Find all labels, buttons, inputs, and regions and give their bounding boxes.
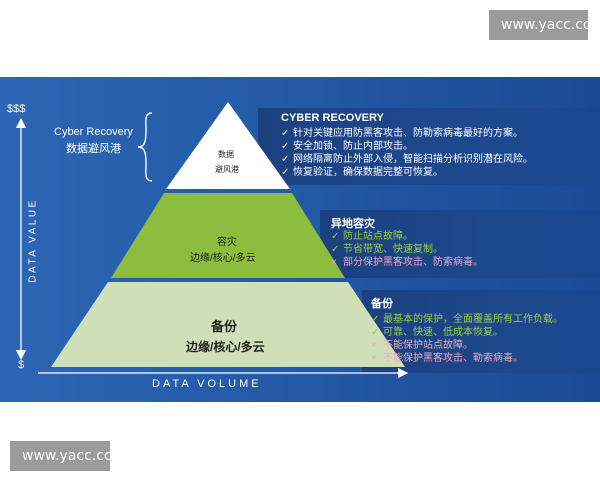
- panel-middle-item: × 部分保护黑客攻击、防索病毒。: [331, 256, 483, 269]
- pyramid-tier-bottom: [51, 282, 405, 367]
- panel-middle-title: 异地容灾: [331, 218, 375, 230]
- tier-top-label-line2: 避风港: [215, 165, 239, 174]
- panel-middle-item-text: 节省带宽、快速复制。: [343, 244, 443, 255]
- panel-top-bg: [258, 108, 600, 185]
- panel-top-item: ✓针对关键应用防黑客攻击、防勒索病毒最好的方案。: [281, 127, 523, 140]
- tier-top-label-line1: 数据: [218, 150, 234, 159]
- panel-top-item-text: 针对关键应用防黑客攻击、防勒索病毒最好的方案。: [293, 128, 523, 139]
- watermark-bottom: www.yacc.cc: [10, 441, 112, 471]
- panel-bottom-item-text: 不能保护站点故障。: [383, 340, 473, 351]
- panel-middle-item: ✓节省带宽、快速复制。: [331, 243, 443, 256]
- pyramid-tier-middle: [111, 193, 345, 278]
- pyramid-slide: $$$ $ DATA VALUE DATA VOLUME Cyber Recov…: [0, 77, 600, 402]
- tier-middle-label-line2: 边缘/核心/多云: [190, 253, 256, 264]
- watermark-top: www.yacc.cc: [489, 10, 591, 40]
- diagram-graphics: [15, 102, 600, 379]
- tier-bottom-label-line2: 边缘/核心/多云: [186, 340, 265, 354]
- panel-bottom-bg: [362, 290, 600, 373]
- y-axis-bottom-label: $: [18, 359, 25, 371]
- check-icon: ✓: [281, 154, 290, 165]
- panel-top-item-text: 恢复验证，确保数据完整可恢复。: [293, 167, 443, 178]
- data-vault-side-label: 数据避风港: [66, 143, 121, 155]
- check-icon: ✓: [281, 167, 290, 178]
- panel-bottom-item-text: 不能保护黑客攻击、勒索病毒。: [383, 353, 523, 364]
- panel-bottom-item-text: 可靠、快速、低成本恢复。: [383, 327, 503, 338]
- check-icon: ✓: [331, 231, 340, 242]
- panel-bottom-item: ✓可靠、快速、低成本恢复。: [371, 326, 503, 339]
- cross-icon: ×: [331, 257, 337, 268]
- panel-top-item: ✓网络隔离防止外部入侵，智能扫描分析识别潜在风险。: [281, 153, 533, 166]
- panel-bottom-item: ✓最基本的保护，全面覆盖所有工作负载。: [371, 313, 563, 326]
- check-icon: ✓: [281, 141, 290, 152]
- cross-icon: ×: [371, 340, 377, 351]
- tier-middle-label-line1: 容灾: [217, 237, 237, 248]
- panel-bottom-title: 备份: [371, 298, 393, 310]
- panel-top-title: CYBER RECOVERY: [281, 112, 384, 124]
- check-icon: ✓: [371, 327, 380, 338]
- panel-top-item-text: 安全加锁、防止内部攻击。: [293, 141, 413, 152]
- check-icon: ✓: [281, 128, 290, 139]
- y-axis-top-label: $$$: [7, 103, 26, 115]
- panel-bottom-item-text: 最基本的保护，全面覆盖所有工作负载。: [383, 314, 563, 325]
- curly-brace: [137, 112, 153, 182]
- panel-bottom-item: × 不能保护黑客攻击、勒索病毒。: [371, 352, 523, 365]
- panel-top-item: ✓安全加锁、防止内部攻击。: [281, 140, 413, 153]
- panel-top-item: ✓恢复验证，确保数据完整可恢复。: [281, 166, 443, 179]
- y-axis-title: DATA VALUE: [27, 198, 39, 283]
- panel-middle-bg: [320, 210, 600, 278]
- panel-top-item-text: 网络隔离防止外部入侵，智能扫描分析识别潜在风险。: [293, 154, 533, 165]
- check-icon: ✓: [331, 244, 340, 255]
- panel-middle-item-text: 防止站点故障。: [343, 231, 413, 242]
- check-icon: ✓: [371, 314, 380, 325]
- panel-bottom-item: × 不能保护站点故障。: [371, 339, 473, 352]
- x-axis-title: DATA VOLUME: [152, 378, 262, 390]
- cross-icon: ×: [371, 353, 377, 364]
- panel-middle-item-text: 部分保护黑客攻击、防索病毒。: [343, 257, 483, 268]
- tier-bottom-label-line1: 备份: [211, 319, 238, 334]
- pyramid-tier-top: [166, 102, 290, 189]
- cyber-recovery-side-label: Cyber Recovery: [54, 126, 133, 138]
- panel-middle-item: ✓防止站点故障。: [331, 230, 413, 243]
